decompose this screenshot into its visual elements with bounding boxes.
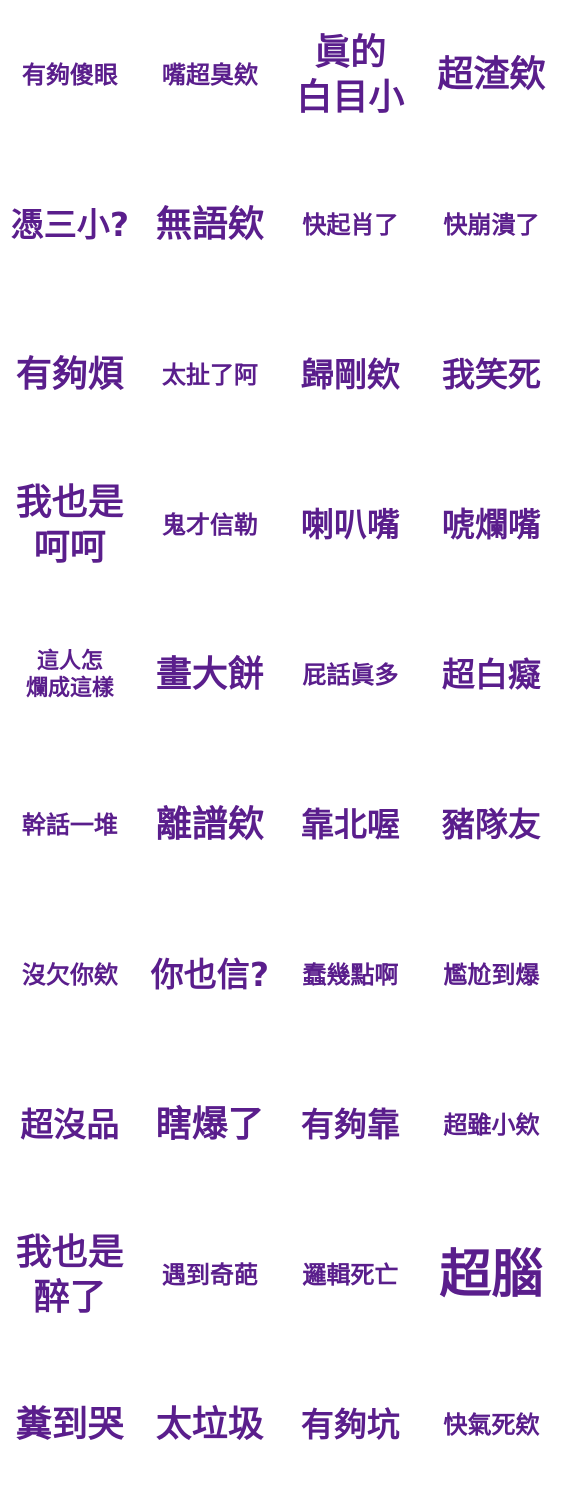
sticker-12[interactable]: 我笑死 [442,355,541,395]
sticker-29[interactable]: 超沒品 [20,1105,120,1145]
sticker-21[interactable]: 幹話一堆 [22,810,118,839]
sticker-17[interactable]: 這人怎 爛成這樣 [25,648,114,702]
sticker-18[interactable]: 畫大餅 [155,654,264,696]
sticker-13[interactable]: 我也是 呵呵 [15,482,124,568]
sticker-35[interactable]: 邏輯死亡 [302,1260,399,1289]
sticker-14[interactable]: 鬼才信勒 [162,510,258,539]
sticker-27[interactable]: 蠢幾點啊 [302,960,399,989]
sticker-10[interactable]: 太扯了阿 [162,360,258,389]
sticker-9[interactable]: 有夠煩 [15,354,124,396]
sticker-30[interactable]: 瞎爆了 [155,1104,264,1146]
sticker-31[interactable]: 有夠靠 [301,1105,400,1145]
sticker-1[interactable]: 有夠傻眼 [22,60,118,89]
sticker-20[interactable]: 超白癡 [442,655,541,695]
sticker-5[interactable]: 憑三小? [10,205,130,245]
sticker-25[interactable]: 沒欠你欸 [22,960,118,989]
sticker-37[interactable]: 糞到哭 [15,1404,124,1446]
sticker-38[interactable]: 太垃圾 [155,1404,264,1446]
sticker-15[interactable]: 喇叭嘴 [301,505,400,545]
sticker-26[interactable]: 你也信? [150,955,270,995]
sticker-24[interactable]: 豬隊友 [442,805,541,845]
sticker-16[interactable]: 唬爛嘴 [442,505,541,545]
sticker-2[interactable]: 嘴超臭欸 [162,60,258,89]
sticker-4[interactable]: 超渣欸 [437,54,546,96]
sticker-32[interactable]: 超雖小欸 [443,1110,540,1139]
sticker-6[interactable]: 無語欸 [155,204,264,246]
sticker-40[interactable]: 快氣死欸 [443,1410,540,1439]
sticker-11[interactable]: 歸剛欸 [301,355,400,395]
sticker-7[interactable]: 快起肖了 [302,210,399,239]
sticker-19[interactable]: 屁話眞多 [302,660,399,689]
sticker-39[interactable]: 有夠坑 [301,1405,400,1445]
sticker-8[interactable]: 快崩潰了 [443,210,540,239]
sticker-22[interactable]: 離譜欸 [155,804,264,846]
sticker-33[interactable]: 我也是 醉了 [15,1232,124,1318]
sticker-23[interactable]: 靠北喔 [301,805,400,845]
sticker-28[interactable]: 尷尬到爆 [443,960,540,989]
sticker-3[interactable]: 眞的 白目小 [296,32,405,118]
sticker-34[interactable]: 遇到奇葩 [162,1260,258,1289]
sticker-36[interactable]: 超腦 [439,1244,544,1305]
